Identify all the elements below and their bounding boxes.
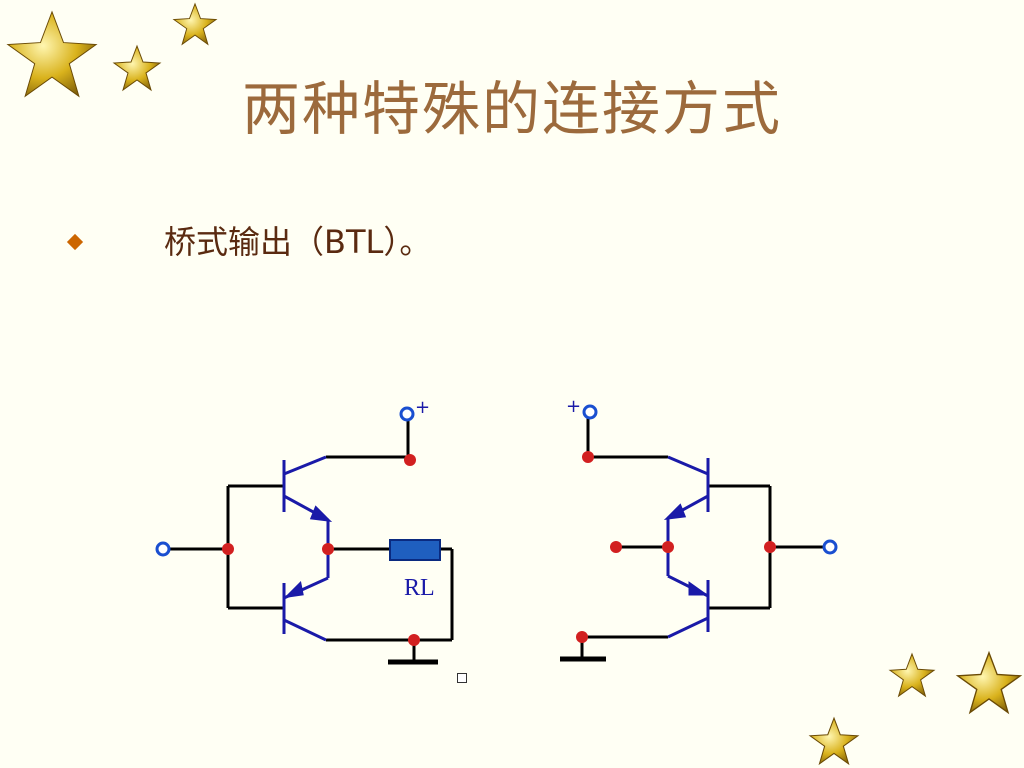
- right-transistors: [663, 455, 710, 639]
- bullet-text: 桥式输出（BTL）。: [164, 223, 432, 261]
- diamond-bullet-icon: [66, 233, 84, 251]
- terminals-right: [582, 404, 838, 555]
- star-icon: [808, 716, 860, 766]
- star-icon: [112, 44, 162, 92]
- right-amplifier: [560, 417, 826, 662]
- star-icon: [888, 652, 936, 698]
- bullet-item: 桥式输出（BTL）。: [66, 218, 431, 262]
- left-transistors: [282, 455, 333, 642]
- terminals: [155, 406, 415, 557]
- star-icon: [955, 650, 1023, 715]
- junction-nodes-right: [576, 451, 776, 643]
- supply-plus-left: +: [415, 397, 430, 418]
- load-label: RL: [404, 575, 435, 601]
- supply-plus-right: +: [566, 396, 581, 417]
- slide-title: 两种特殊的连接方式: [241, 75, 782, 143]
- junction-nodes: [222, 454, 420, 646]
- star-icon: [6, 10, 98, 98]
- load-resistor: [389, 539, 441, 561]
- small-square-marker: [457, 673, 467, 683]
- star-icon: [172, 2, 218, 46]
